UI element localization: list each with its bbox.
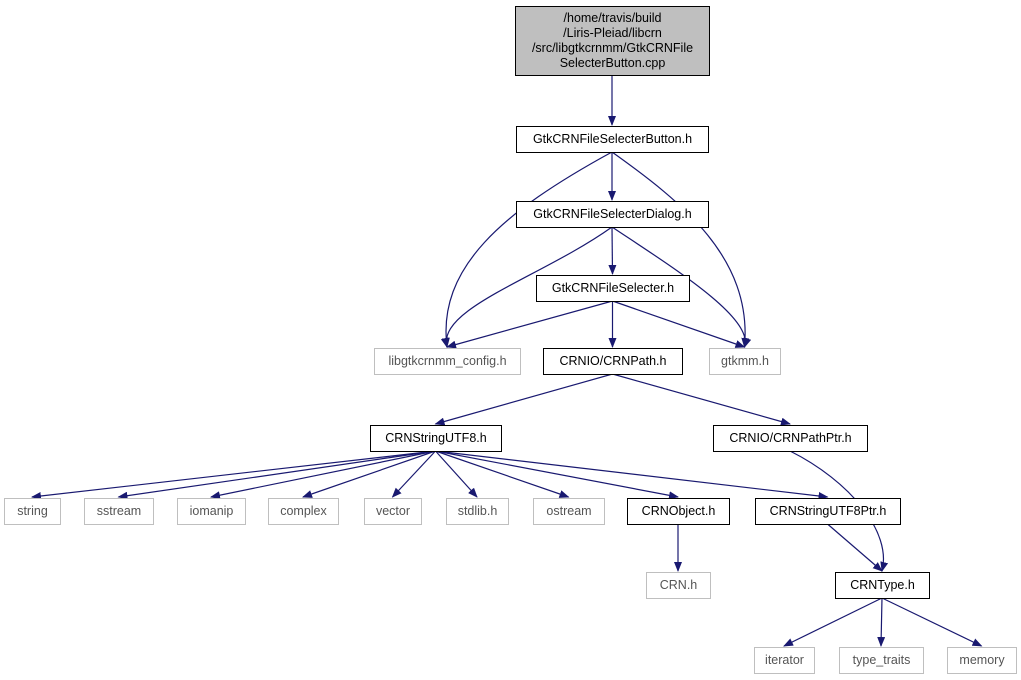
edge-utf8ptr-to-type [827, 523, 883, 572]
node-box-memory [947, 647, 1017, 674]
nodes-layer: /home/travis/build/Liris-Pleiad/libcrn/s… [4, 6, 1017, 674]
edge-dlg-to-gtkmm [611, 226, 752, 348]
node-label-dlg: GtkCRNFileSelecterDialog.h [533, 207, 691, 221]
node-box-traits [839, 647, 924, 674]
node-stdlib: stdlib.h [446, 498, 509, 525]
node-string: string [4, 498, 61, 525]
node-iterator: iterator [754, 647, 815, 674]
edge-utf8-to-object [435, 450, 679, 500]
node-label-object: CRNObject.h [642, 504, 716, 518]
node-label-root: /home/travis/build [564, 11, 662, 25]
edge-dlg-to-cfg [440, 226, 613, 348]
node-gtkmm: gtkmm.h [709, 348, 781, 375]
node-label-sel: GtkCRNFileSelecter.h [552, 281, 674, 295]
edge-utf8-to-sstream [117, 450, 436, 500]
node-box-type [835, 572, 930, 599]
edge-type-to-iterator [783, 597, 883, 647]
node-label-utf8: CRNStringUTF8.h [385, 431, 486, 445]
node-label-path: CRNIO/CRNPath.h [560, 354, 667, 368]
node-box-ostream [533, 498, 605, 525]
edge-utf8-to-iomanip [210, 450, 436, 500]
node-crn: CRN.h [646, 572, 711, 599]
edge-utf8-to-vector [391, 450, 436, 498]
edge-path-to-pathptr [612, 373, 791, 426]
edge-sel-to-gtkmm [612, 300, 746, 348]
node-pathptr[interactable]: CRNIO/CRNPathPtr.h [713, 425, 868, 452]
node-complex: complex [268, 498, 339, 525]
node-label-pathptr: CRNIO/CRNPathPtr.h [729, 431, 851, 445]
node-traits: type_traits [839, 647, 924, 674]
node-box-root [515, 6, 710, 76]
node-type[interactable]: CRNType.h [835, 572, 930, 599]
node-label-root: SelecterButton.cpp [560, 56, 666, 70]
node-path[interactable]: CRNIO/CRNPath.h [543, 348, 683, 375]
node-box-object [627, 498, 730, 525]
node-box-crn [646, 572, 711, 599]
node-box-pathptr [713, 425, 868, 452]
node-vector: vector [364, 498, 422, 525]
edge-btn-to-cfg [441, 151, 613, 348]
node-label-string: string [17, 504, 48, 518]
edge-utf8-to-string [31, 450, 436, 500]
node-sel[interactable]: GtkCRNFileSelecter.h [536, 275, 690, 302]
node-memory: memory [947, 647, 1017, 674]
edge-utf8-to-utf8ptr [435, 450, 829, 500]
edge-type-to-memory [881, 597, 983, 647]
node-utf8ptr[interactable]: CRNStringUTF8Ptr.h [755, 498, 901, 525]
edge-sel-to-cfg [446, 300, 613, 349]
node-label-utf8ptr: CRNStringUTF8Ptr.h [770, 504, 887, 518]
node-btn[interactable]: GtkCRNFileSelecterButton.h [516, 126, 709, 153]
edge-utf8-to-stdlib [435, 450, 478, 498]
node-box-iterator [754, 647, 815, 674]
node-box-complex [268, 498, 339, 525]
edge-path-to-utf8 [434, 373, 613, 426]
node-label-crn: CRN.h [660, 578, 698, 592]
node-box-vector [364, 498, 422, 525]
node-box-sel [536, 275, 690, 302]
node-dlg[interactable]: GtkCRNFileSelecterDialog.h [516, 201, 709, 228]
node-label-traits: type_traits [853, 653, 911, 667]
edge-utf8-to-complex [302, 450, 436, 498]
node-label-gtkmm: gtkmm.h [721, 354, 769, 368]
node-box-stdlib [446, 498, 509, 525]
node-label-type: CRNType.h [850, 578, 915, 592]
node-box-utf8ptr [755, 498, 901, 525]
node-box-utf8 [370, 425, 502, 452]
edge-utf8-to-ostream [435, 450, 570, 498]
node-cfg: libgtkcrnmm_config.h [374, 348, 521, 375]
node-label-complex: complex [280, 504, 327, 518]
node-box-btn [516, 126, 709, 153]
node-utf8[interactable]: CRNStringUTF8.h [370, 425, 502, 452]
edges-layer [31, 75, 983, 647]
node-label-btn: GtkCRNFileSelecterButton.h [533, 132, 692, 146]
node-label-sstream: sstream [97, 504, 141, 518]
node-sstream: sstream [84, 498, 154, 525]
node-box-path [543, 348, 683, 375]
node-label-root: /src/libgtkcrnmm/GtkCRNFile [532, 41, 693, 55]
node-box-dlg [516, 201, 709, 228]
node-label-iterator: iterator [765, 653, 804, 667]
node-iomanip: iomanip [177, 498, 246, 525]
node-label-cfg: libgtkcrnmm_config.h [388, 354, 506, 368]
node-label-iomanip: iomanip [190, 504, 234, 518]
node-root[interactable]: /home/travis/build/Liris-Pleiad/libcrn/s… [515, 6, 710, 76]
edge-type-to-traits [877, 597, 886, 647]
node-label-vector: vector [376, 504, 410, 518]
edge-dlg-to-sel [608, 226, 617, 275]
node-box-string [4, 498, 61, 525]
edge-btn-to-gtkmm [611, 151, 750, 348]
node-label-stdlib: stdlib.h [458, 504, 498, 518]
node-label-root: /Liris-Pleiad/libcrn [563, 26, 662, 40]
node-label-ostream: ostream [546, 504, 591, 518]
node-box-iomanip [177, 498, 246, 525]
node-object[interactable]: CRNObject.h [627, 498, 730, 525]
node-ostream: ostream [533, 498, 605, 525]
node-label-memory: memory [959, 653, 1005, 667]
node-box-sstream [84, 498, 154, 525]
node-box-cfg [374, 348, 521, 375]
node-box-gtkmm [709, 348, 781, 375]
